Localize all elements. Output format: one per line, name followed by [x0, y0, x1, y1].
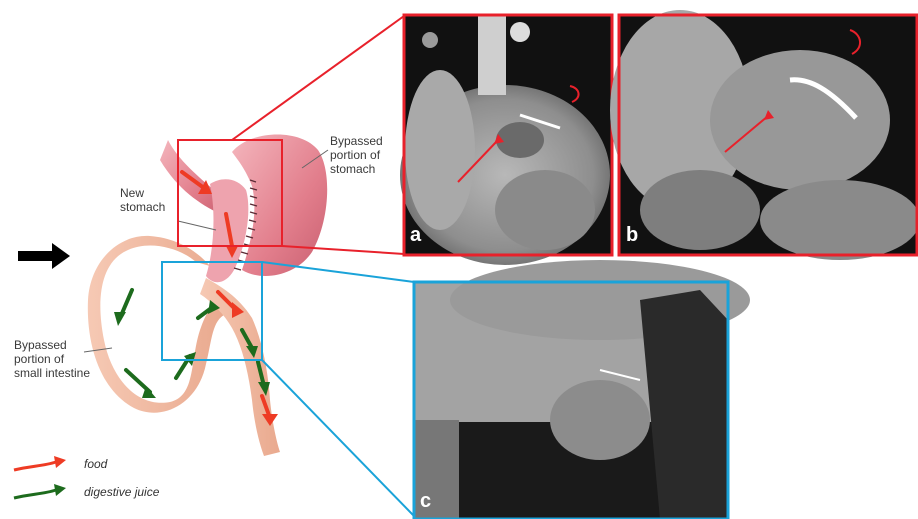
label-bypassed-intestine: Bypassed portion of small intestine: [14, 338, 90, 380]
label-new-stomach: New stomach: [120, 186, 165, 214]
pointer-arrow-icon: [18, 243, 70, 269]
ct-panel-c: [414, 260, 750, 519]
legend-food: food: [84, 457, 107, 471]
ct-panel-a: [400, 15, 612, 265]
legend-juice-arrow-icon: [14, 484, 66, 498]
panel-letter-a: a: [410, 224, 421, 247]
legend-digestive-juice: digestive juice: [84, 485, 159, 499]
legend-food-arrow-icon: [14, 456, 66, 470]
label-bypassed-stomach: Bypassed portion of stomach: [330, 134, 383, 176]
ct-panel-b: [610, 10, 918, 260]
panel-letter-b: b: [626, 224, 638, 247]
panel-letter-c: c: [420, 490, 431, 513]
